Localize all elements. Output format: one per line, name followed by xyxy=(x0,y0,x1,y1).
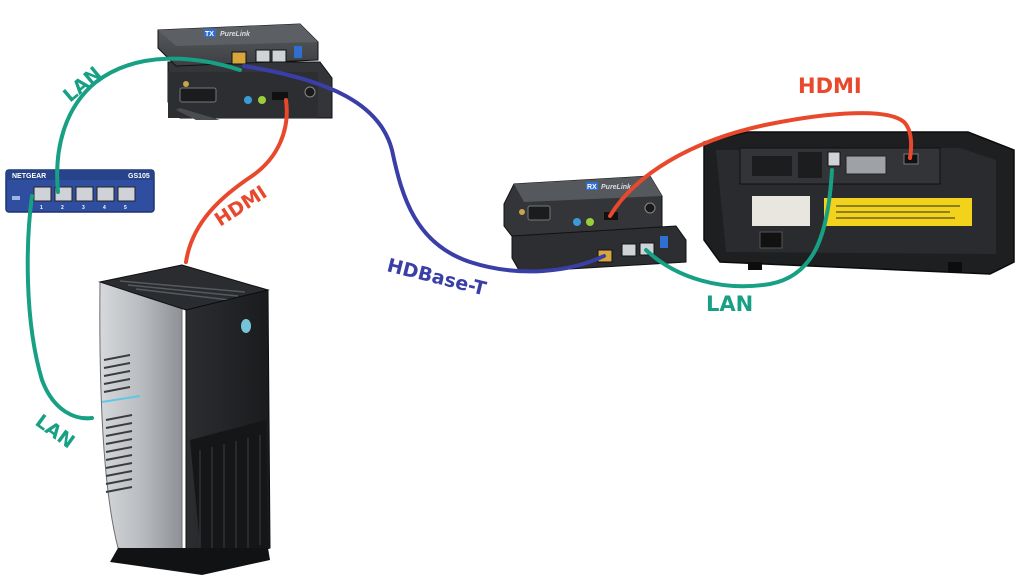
tx-hdbaset-port[interactable] xyxy=(231,51,247,65)
projector-lan-port[interactable] xyxy=(827,151,841,167)
switch-port-label-4: 4 xyxy=(103,205,106,211)
switch-port-3[interactable] xyxy=(75,186,94,202)
switch-port-1[interactable] xyxy=(33,186,52,202)
label-lan-right: LAN xyxy=(706,292,753,316)
label-hdmi-left: HDMI xyxy=(211,181,271,231)
rx-badge-bg xyxy=(586,182,598,190)
switch-port-label-3: 3 xyxy=(82,205,85,211)
rx-brand: PureLink xyxy=(601,184,632,191)
tx-lan-port-b[interactable] xyxy=(271,49,287,63)
switch-port-4[interactable] xyxy=(96,186,115,202)
lan-cable-switch-to-pc xyxy=(25,194,94,421)
alien-logo-icon xyxy=(241,319,251,333)
pc-tower xyxy=(98,264,271,575)
tx-lan-port-a[interactable] xyxy=(255,49,271,63)
label-lan-top: LAN xyxy=(59,63,106,107)
label-hdmi-right: HDMI xyxy=(798,74,862,98)
switch-port-label-1: 1 xyxy=(40,205,43,211)
hdbaset-transmitter: TX PureLink xyxy=(157,23,333,120)
projector xyxy=(703,131,1015,275)
switch-port-label-5: 5 xyxy=(124,205,127,211)
rx-lan-port-a[interactable] xyxy=(621,243,637,257)
tx-badge: TX xyxy=(205,31,214,38)
projector-serial-sticker xyxy=(752,196,810,226)
rx-badge: RX xyxy=(587,184,597,191)
hdmi-cable-rx-to-projector xyxy=(608,111,914,218)
switch-model: GS105 xyxy=(128,173,150,180)
hdbaset-cable-tx-to-rx xyxy=(242,64,606,274)
tx-brand: PureLink xyxy=(220,31,251,38)
hdbaset-receiver: RX PureLink xyxy=(503,175,687,273)
lan-cable-rx-to-projector xyxy=(644,168,834,289)
switch-ports: 1 2 3 4 5 xyxy=(33,186,136,211)
network-switch: NETGEAR GS105 1 2 3 4 5 xyxy=(5,169,155,213)
switch-port-label-2: 2 xyxy=(61,205,64,211)
tx-badge-bg xyxy=(204,29,216,37)
switch-port-5[interactable] xyxy=(117,186,136,202)
switch-brand: NETGEAR xyxy=(12,173,46,180)
lan-cable-switch-to-tx xyxy=(55,56,242,194)
hdmi-cable-pc-to-tx xyxy=(184,98,289,264)
